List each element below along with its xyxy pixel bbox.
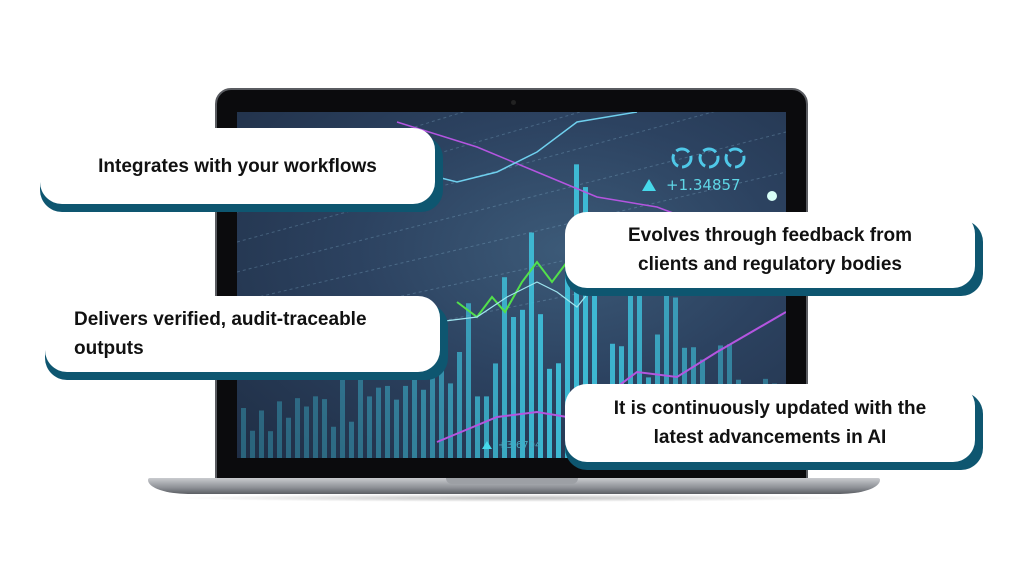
up-triangle-icon — [482, 441, 492, 449]
chart-bar — [322, 399, 327, 458]
chart-bar — [286, 417, 291, 458]
chart-bar — [349, 421, 354, 458]
chart-bar — [574, 164, 579, 458]
line-cyan-top — [416, 112, 638, 183]
gauge-ring-icon — [671, 147, 693, 169]
chart-bar — [376, 387, 381, 458]
chart-bar — [367, 396, 372, 458]
callout-integrates: Integrates with your workflows — [40, 128, 443, 212]
chart-bar — [520, 309, 525, 458]
laptop-base — [148, 478, 880, 494]
chart-bar — [475, 396, 480, 458]
chart-bar — [268, 431, 273, 458]
callout-text: latest advancements in AI — [653, 427, 887, 448]
chart-bar — [421, 389, 426, 458]
chart-bar — [538, 314, 543, 458]
callout-text: Integrates with your workflows — [98, 155, 377, 177]
chart-bar — [529, 232, 534, 458]
laptop-screen: +1.34857 +3.6704 — [237, 112, 786, 458]
line-purple-top — [396, 121, 698, 223]
chart-bar — [241, 408, 246, 458]
callout-text: clients and regulatory bodies — [638, 254, 902, 275]
grid-line — [237, 112, 715, 243]
chart-bar — [385, 385, 390, 458]
chart-bar — [394, 399, 399, 458]
chart-bar — [295, 398, 300, 458]
chart-bar — [637, 250, 642, 458]
chart-bar — [565, 245, 570, 458]
chart-bar — [340, 365, 345, 458]
chart-bar — [502, 277, 507, 458]
chart-bar — [358, 375, 363, 458]
gauge-ring-icon — [724, 147, 746, 169]
chart-bar — [628, 256, 633, 458]
chart-bar — [403, 385, 408, 458]
grid-line — [237, 171, 786, 303]
chart-bar — [250, 430, 255, 458]
readout-top: +1.34857 — [642, 176, 741, 194]
chart-bar — [412, 376, 417, 458]
laptop-notch — [446, 478, 578, 484]
callout-evolves: Evolves through feedback from clients and… — [565, 212, 983, 296]
chart-bar — [331, 426, 336, 458]
glow-dot — [767, 191, 777, 201]
callout-text: It is continuously updated with the — [613, 398, 927, 419]
callout-delivers: Delivers verified, audit-traceable output… — [45, 296, 448, 380]
chart-bar — [493, 363, 498, 458]
chart-bar — [511, 317, 516, 458]
camera-icon — [511, 100, 516, 105]
chart-bar — [466, 303, 471, 458]
chart-bar — [277, 401, 282, 458]
callout-text: outputs — [74, 338, 144, 359]
chart-bar — [259, 410, 264, 458]
chart-bar — [556, 363, 561, 458]
chart-bar — [592, 250, 597, 458]
callout-text: Evolves through feedback from — [627, 225, 912, 246]
chart-bar — [583, 187, 588, 458]
callout-updated: It is continuously updated with the lates… — [565, 384, 983, 470]
laptop-shadow — [170, 494, 860, 502]
chart-bar — [457, 351, 462, 458]
readout-bottom: +3.6704 — [482, 440, 541, 452]
gauge-ring-icon — [698, 147, 720, 169]
chart-bar — [304, 406, 309, 458]
chart-bar — [313, 396, 318, 458]
up-triangle-icon — [642, 179, 656, 191]
chart-bar — [448, 383, 453, 458]
chart-bar — [430, 351, 435, 458]
chart-bar — [439, 335, 444, 458]
callout-text: Delivers verified, audit-traceable — [74, 309, 367, 330]
grid-line — [237, 131, 786, 273]
chart-bar — [484, 396, 489, 458]
